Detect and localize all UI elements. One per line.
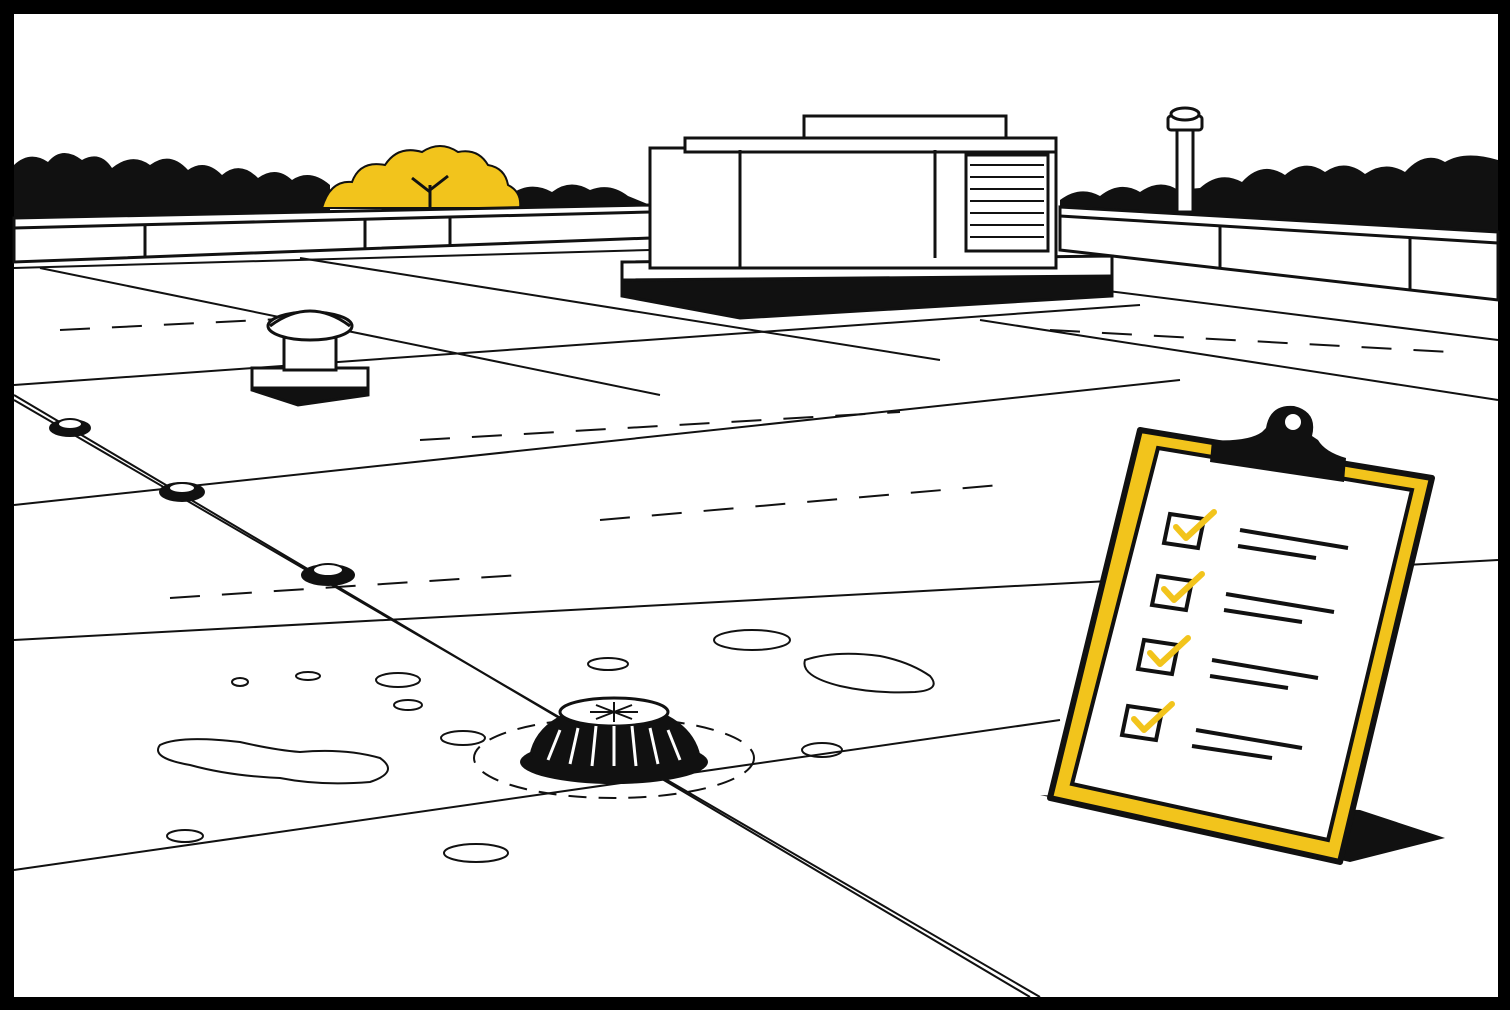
standing-water-puddles <box>157 629 935 863</box>
checkbox-checked-icon <box>1149 571 1335 624</box>
checkbox-checked-icon <box>1161 509 1349 560</box>
seam-fastener-icon <box>49 418 355 586</box>
exhaust-stack-icon <box>1166 106 1204 214</box>
yellow-tree-icon <box>320 145 522 209</box>
checkbox-checked-icon <box>1119 701 1303 760</box>
checkbox-checked-icon <box>1135 635 1319 690</box>
puddle-right <box>803 652 935 694</box>
puddle-left <box>157 738 389 785</box>
roof-vent-icon <box>250 309 370 407</box>
clipboard-clip <box>1210 405 1346 482</box>
clipboard-checklist-icon <box>1040 405 1445 865</box>
checklist-items <box>1119 509 1349 760</box>
tree-line-left <box>14 152 330 230</box>
hvac-unit-icon <box>620 114 1114 320</box>
roof-drain-icon <box>473 696 755 799</box>
roof-dash-marks <box>59 317 1451 599</box>
puddle-small <box>713 629 791 651</box>
yellow-tree-trunk <box>411 174 449 208</box>
parapet-right <box>1058 205 1500 302</box>
